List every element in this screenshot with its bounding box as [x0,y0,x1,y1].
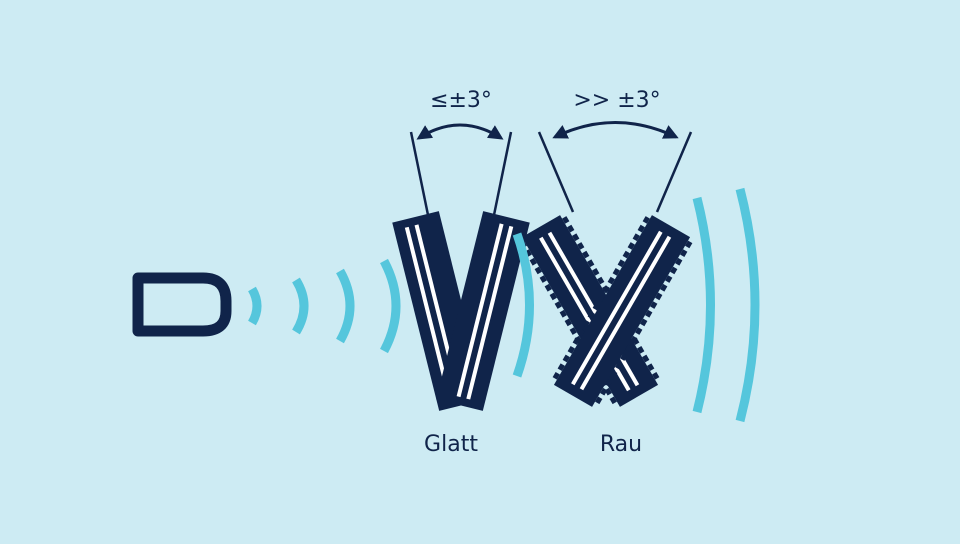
rough-sample-label: Rau [599,432,643,457]
rough-angle-indicator [537,121,693,213]
emitted-wave [336,268,355,344]
smooth-angle-indicator [409,123,513,216]
smooth-sample-label: Glatt [424,432,478,457]
emitted-wave [248,286,262,326]
reflected-wave-rough [692,196,715,414]
emitted-wave [379,258,401,354]
reflected-wave-rough [735,187,760,423]
sensor-icon [132,272,232,337]
rough-angle-label: >> ±3° [573,88,661,113]
smooth-sample [392,211,530,411]
rough-sample [519,215,693,407]
reflected-wave-smooth [512,232,534,378]
emitted-wave [292,277,309,335]
smooth-angle-label: ≤±3° [430,88,492,113]
reflected-waves [512,187,760,423]
emitted-waves [248,258,401,354]
